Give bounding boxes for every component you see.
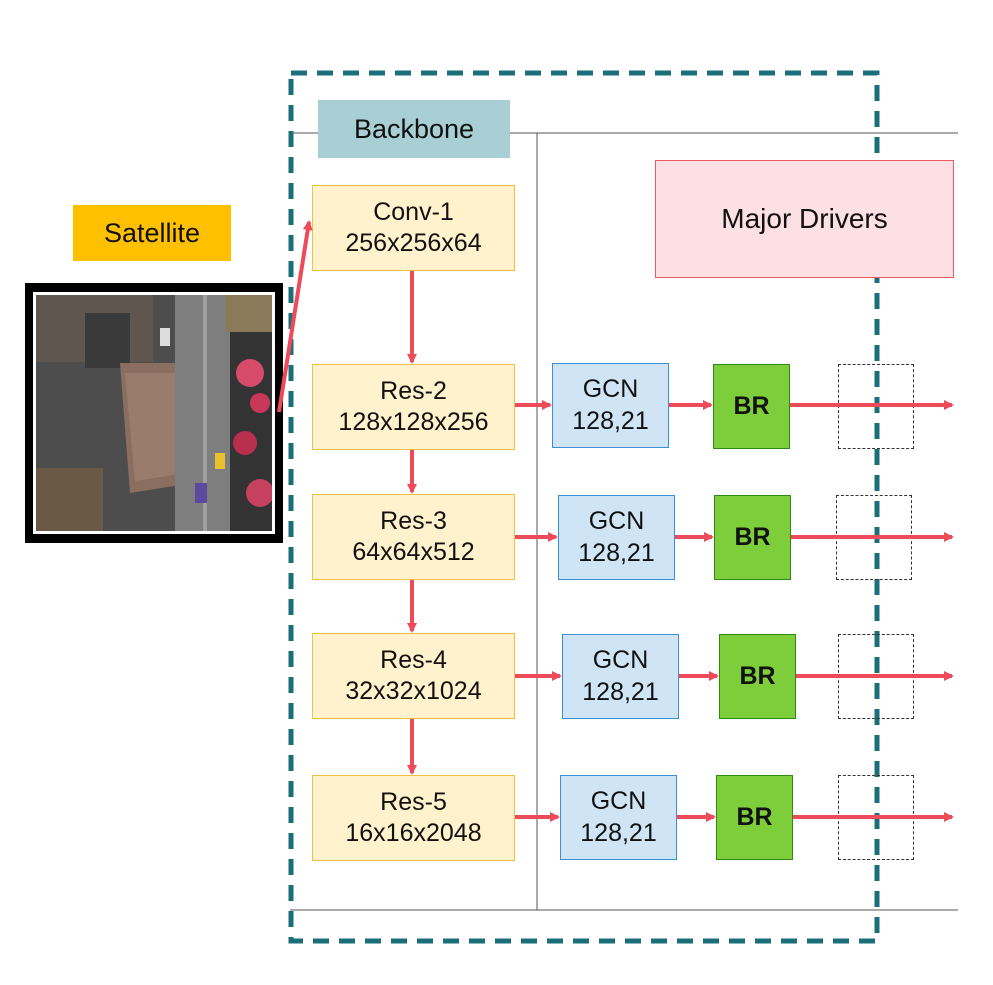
layer-name: Res-3 [380, 506, 447, 535]
gcn-name: GCN [582, 375, 639, 404]
gcn-block-1: GCN 128,21 [552, 363, 669, 448]
br-label: BR [736, 802, 773, 831]
br-block-3: BR [719, 634, 796, 719]
br-label: BR [734, 522, 771, 551]
layer-dims: 16x16x2048 [345, 819, 482, 847]
backbone-layer-res2: Res-2 128x128x256 [312, 364, 515, 450]
layer-name: Res-5 [380, 787, 447, 816]
gcn-params: 128,21 [582, 677, 659, 706]
major-drivers-label: Major Drivers [721, 203, 888, 234]
gcn-block-4: GCN 128,21 [560, 775, 677, 860]
br-block-1: BR [713, 364, 790, 449]
gcn-name: GCN [592, 646, 649, 675]
backbone-label-text: Backbone [353, 113, 475, 144]
layer-dims: 256x256x64 [345, 229, 482, 257]
backbone-label: Backbone [318, 100, 510, 158]
gcn-name: GCN [588, 507, 645, 536]
satellite-label: Satellite [73, 205, 231, 261]
gcn-params: 128,21 [572, 406, 649, 435]
layer-name: Conv-1 [373, 197, 454, 226]
satellite-label-text: Satellite [103, 217, 201, 248]
layer-name: Res-4 [380, 645, 447, 674]
br-block-2: BR [714, 495, 791, 580]
gcn-params: 128,21 [580, 818, 657, 847]
br-label: BR [739, 661, 776, 690]
backbone-layer-res3: Res-3 64x64x512 [312, 494, 515, 580]
major-drivers-box: Major Drivers [655, 160, 954, 278]
br-label: BR [733, 391, 770, 420]
gcn-block-3: GCN 128,21 [562, 634, 679, 719]
satellite-image [25, 283, 283, 543]
backbone-frame [288, 70, 880, 944]
layer-name: Res-2 [380, 376, 447, 405]
backbone-layer-res4: Res-4 32x32x1024 [312, 633, 515, 719]
layer-dims: 128x128x256 [338, 408, 489, 436]
gcn-name: GCN [590, 787, 647, 816]
br-block-4: BR [716, 775, 793, 860]
backbone-layer-res5: Res-5 16x16x2048 [312, 775, 515, 861]
gcn-params: 128,21 [578, 538, 655, 567]
arrow-satellite-to-conv1 [277, 220, 313, 413]
layer-dims: 64x64x512 [352, 538, 475, 566]
gcn-block-2: GCN 128,21 [558, 495, 675, 580]
backbone-layer-conv1: Conv-1 256x256x64 [312, 185, 515, 271]
layer-dims: 32x32x1024 [345, 677, 482, 705]
